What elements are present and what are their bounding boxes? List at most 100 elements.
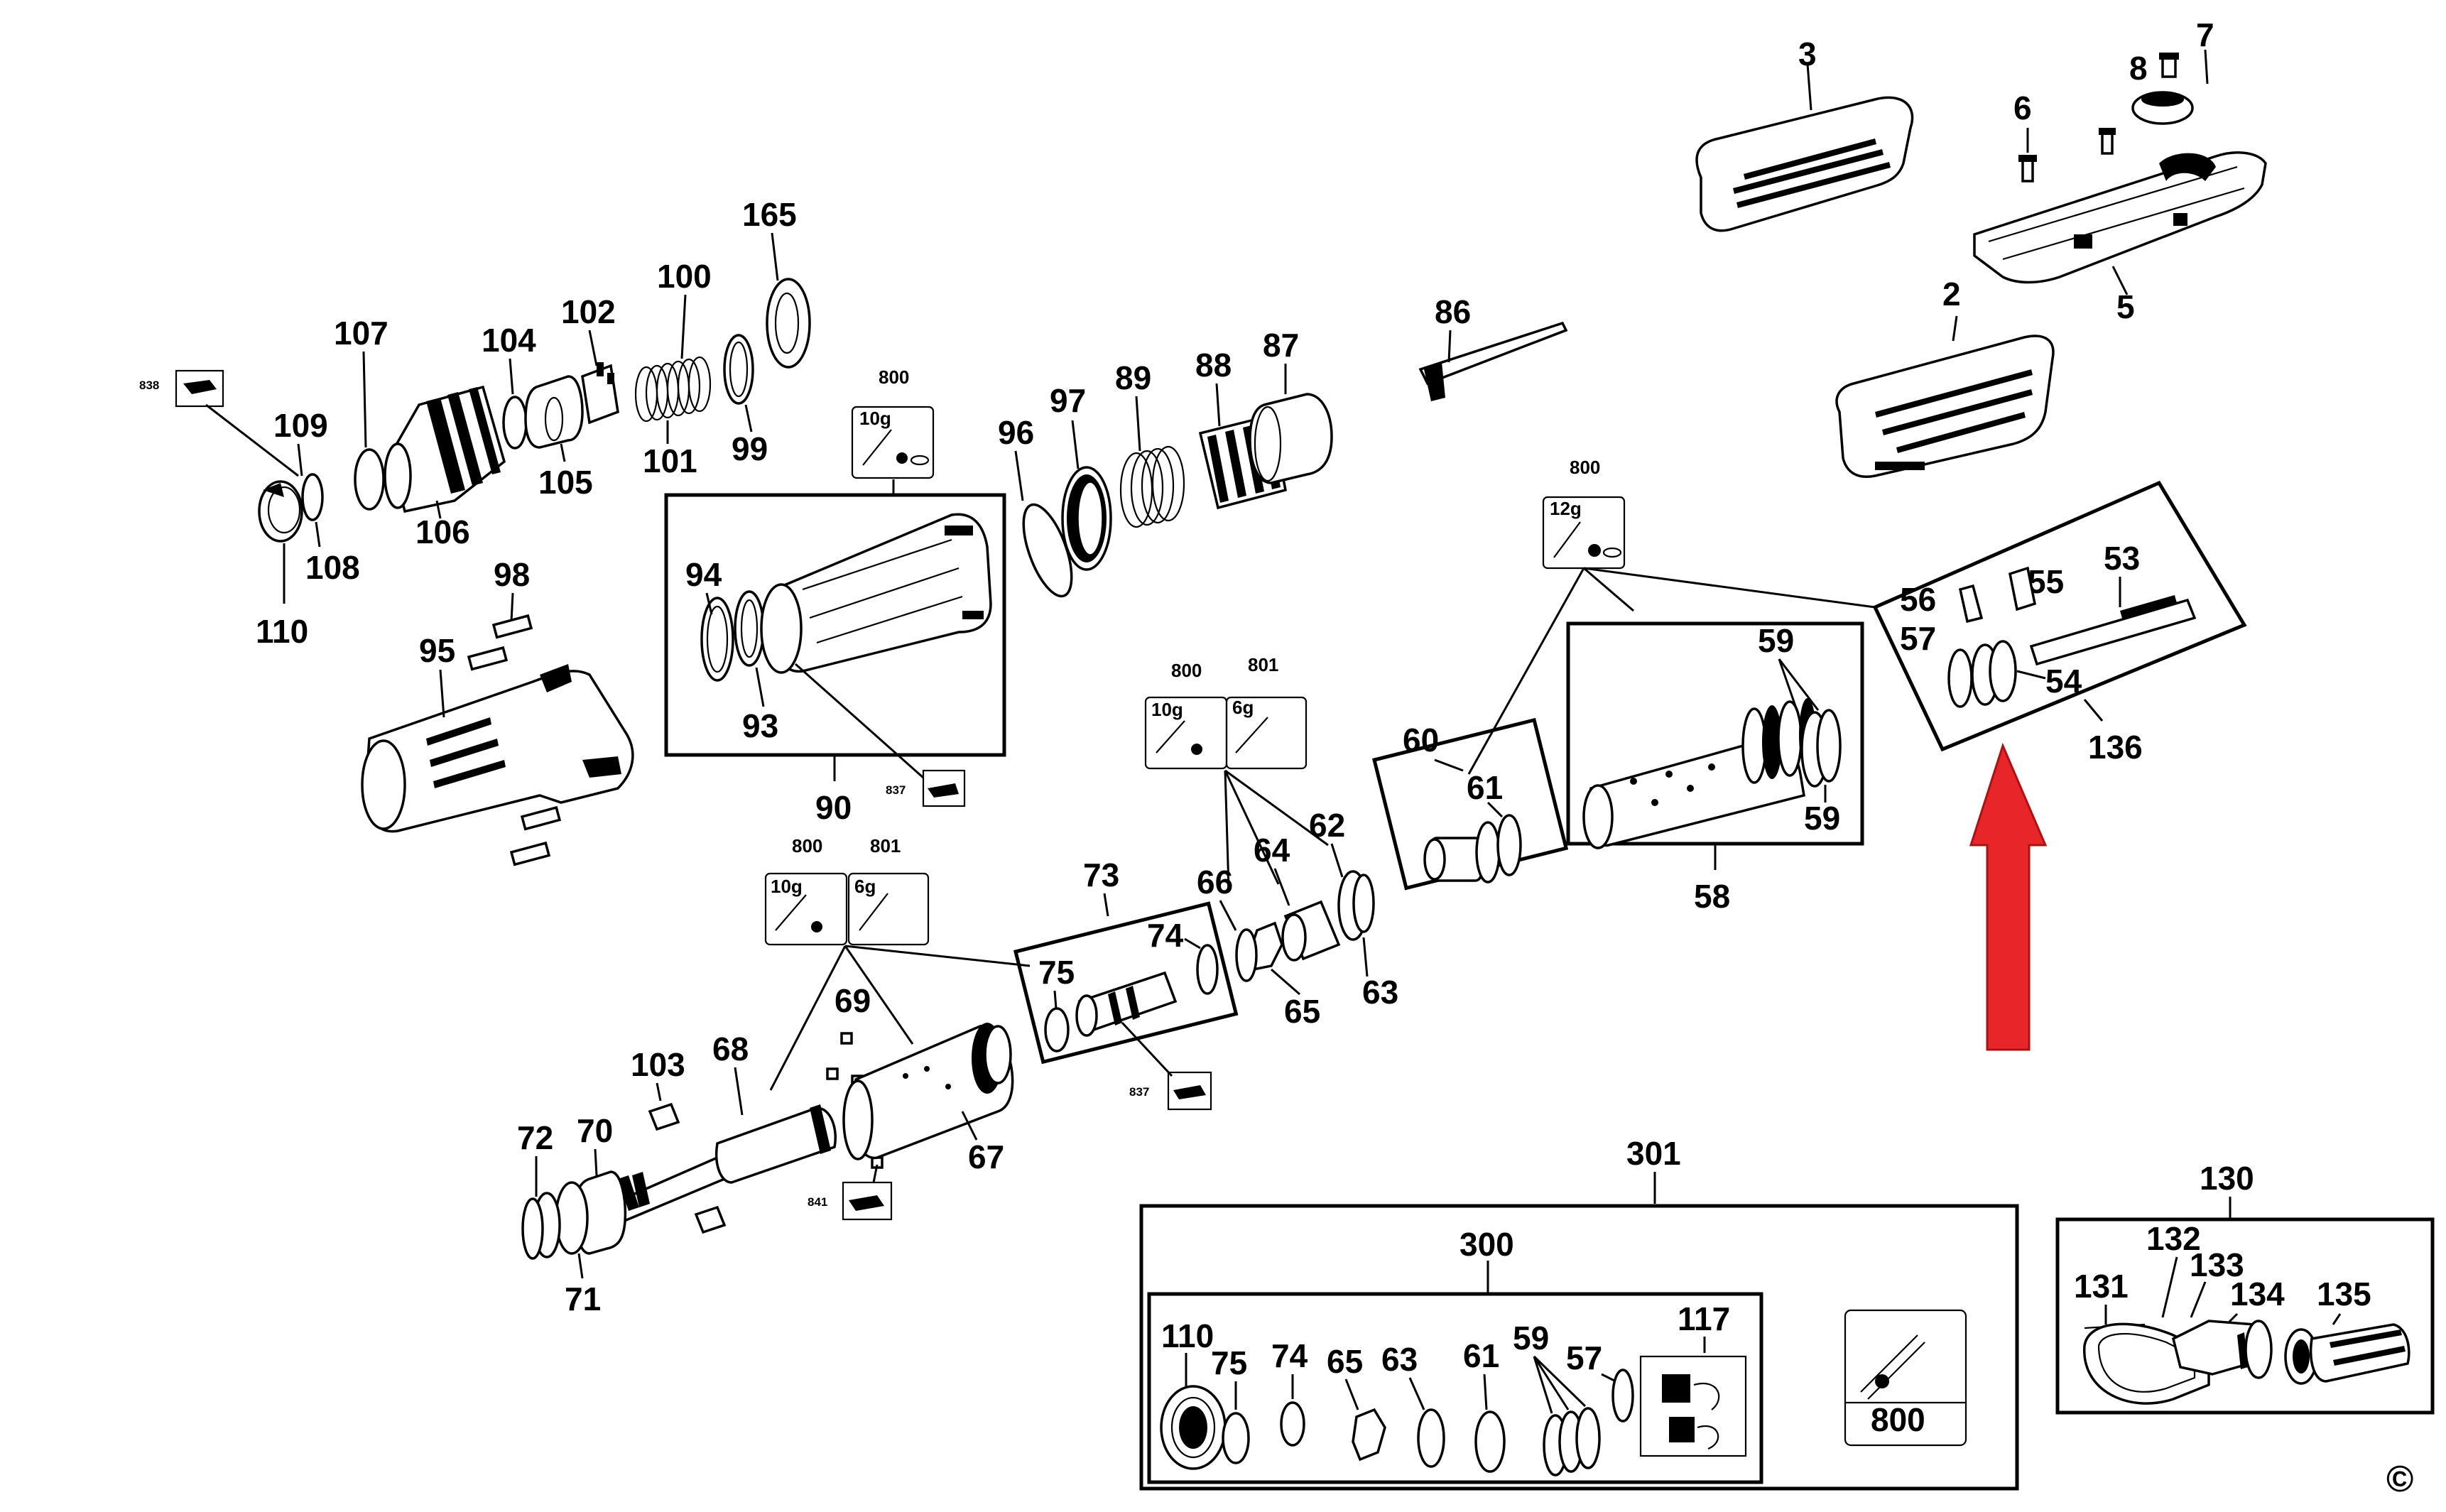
part-55-key [2008, 566, 2037, 611]
grease-tag-800-right [1542, 496, 1626, 570]
part-97-bearing [1061, 466, 1112, 571]
kit-part-63-seal [1417, 1408, 1445, 1468]
grease-800-mid: 800 [1171, 660, 1202, 681]
part-53-tool [2029, 594, 2197, 666]
tag-837-a: 837 [886, 783, 906, 797]
label-61: 61 [1467, 769, 1503, 806]
grease-tag-800-low [764, 872, 848, 946]
kit-part-61-ring [1474, 1410, 1506, 1473]
highlight-arrow [1969, 742, 2048, 1051]
kit-label-75: 75 [1211, 1344, 1247, 1381]
label-63: 63 [1362, 974, 1398, 1011]
part-86-pin [1418, 321, 1568, 401]
grease-800-low: 800 [792, 835, 822, 856]
label-7: 7 [2196, 16, 2214, 53]
label-105: 105 [538, 464, 593, 501]
part-107-ring [354, 448, 385, 511]
label-107: 107 [334, 315, 388, 352]
label-131: 131 [2074, 1268, 2129, 1305]
label-58: 58 [1694, 878, 1730, 915]
grease-801-mid-weight: 6g [1232, 697, 1254, 718]
label-57: 57 [1900, 620, 1936, 657]
part-94-ring [700, 597, 734, 682]
label-136: 136 [2088, 729, 2143, 766]
grease-tag-801-low [847, 872, 930, 946]
kit-part-57-ring [1611, 1369, 1634, 1423]
label-93: 93 [742, 707, 778, 744]
label-2: 2 [1942, 276, 1961, 312]
part-68-spindle [602, 1104, 837, 1227]
label-69: 69 [835, 982, 871, 1019]
label-102: 102 [561, 293, 616, 330]
label-103: 103 [631, 1046, 685, 1083]
label-133: 133 [2190, 1246, 2244, 1283]
kit-label-57: 57 [1566, 1339, 1602, 1376]
label-59-top: 59 [1758, 622, 1794, 659]
grease-800-mid-weight: 10g [1151, 699, 1183, 720]
grease-801-low-weight: 6g [854, 876, 876, 897]
part-87-sleeve [1249, 393, 1333, 484]
part-108-washer [301, 473, 324, 521]
grease-tag-800-kit [1844, 1309, 1967, 1447]
label-65: 65 [1284, 993, 1320, 1030]
part-6-screw [2018, 128, 2116, 183]
grease-800-right-weight: 12g [1550, 498, 1582, 519]
label-64: 64 [1254, 832, 1290, 869]
label-135: 135 [2317, 1276, 2371, 1312]
label-104: 104 [482, 322, 536, 359]
label-300: 300 [1460, 1226, 1514, 1263]
label-54: 54 [2045, 663, 2082, 700]
part-2-cover [1835, 335, 2055, 478]
part-62-63-seals [1337, 870, 1375, 941]
label-74: 74 [1147, 917, 1184, 954]
label-56: 56 [1900, 581, 1936, 618]
kit-label-117: 117 [1678, 1300, 1730, 1337]
label-62: 62 [1309, 807, 1345, 844]
part-7-knob [2131, 91, 2194, 125]
label-97: 97 [1050, 382, 1086, 419]
part-64-ram [1281, 900, 1341, 962]
grease-800-low-weight: 10g [771, 876, 803, 897]
label-101: 101 [643, 442, 697, 479]
label-5: 5 [2116, 288, 2135, 325]
part-75-ring [1044, 1007, 1070, 1053]
part-59-rings [1800, 709, 1842, 788]
label-72: 72 [517, 1119, 553, 1156]
label-100: 100 [657, 258, 712, 295]
part-99-ring [723, 334, 754, 405]
part-101-spring [634, 356, 712, 423]
part-95-gear-housing [361, 664, 634, 833]
kit-part-110-cap [1160, 1385, 1227, 1470]
label-86: 86 [1435, 293, 1471, 330]
label-87: 87 [1263, 327, 1299, 364]
label-99: 99 [732, 430, 768, 467]
label-134: 134 [2230, 1276, 2285, 1312]
label-88: 88 [1195, 347, 1232, 384]
label-132: 132 [2146, 1220, 2201, 1257]
tag-841: 841 [808, 1195, 827, 1209]
grease-tag-838 [175, 369, 224, 408]
label-95: 95 [419, 632, 455, 669]
part-54-57-rings [1947, 640, 2017, 708]
kit-part-59-rings [1543, 1407, 1601, 1476]
part-90-cylinder [760, 513, 992, 674]
label-106: 106 [415, 513, 470, 550]
kit-part-65-damper [1352, 1408, 1386, 1462]
kit-label-65: 65 [1327, 1343, 1363, 1380]
label-73: 73 [1083, 856, 1119, 893]
tag-838: 838 [139, 379, 159, 392]
label-3: 3 [1798, 36, 1817, 72]
group-box-300 [1147, 1292, 1763, 1484]
part-106-nose [384, 385, 506, 513]
kit-label-61: 61 [1463, 1337, 1499, 1374]
label-98: 98 [494, 556, 530, 593]
part-73-striker [1075, 944, 1219, 1037]
part-70-71-72-seals [521, 1170, 627, 1260]
grease-tag-800-top [851, 406, 935, 479]
grease-tag-837-b [1167, 1071, 1212, 1111]
grease-tag-841 [842, 1181, 893, 1221]
label-94: 94 [685, 556, 722, 593]
grease-tag-837-a [922, 769, 966, 807]
label-89: 89 [1115, 359, 1151, 396]
